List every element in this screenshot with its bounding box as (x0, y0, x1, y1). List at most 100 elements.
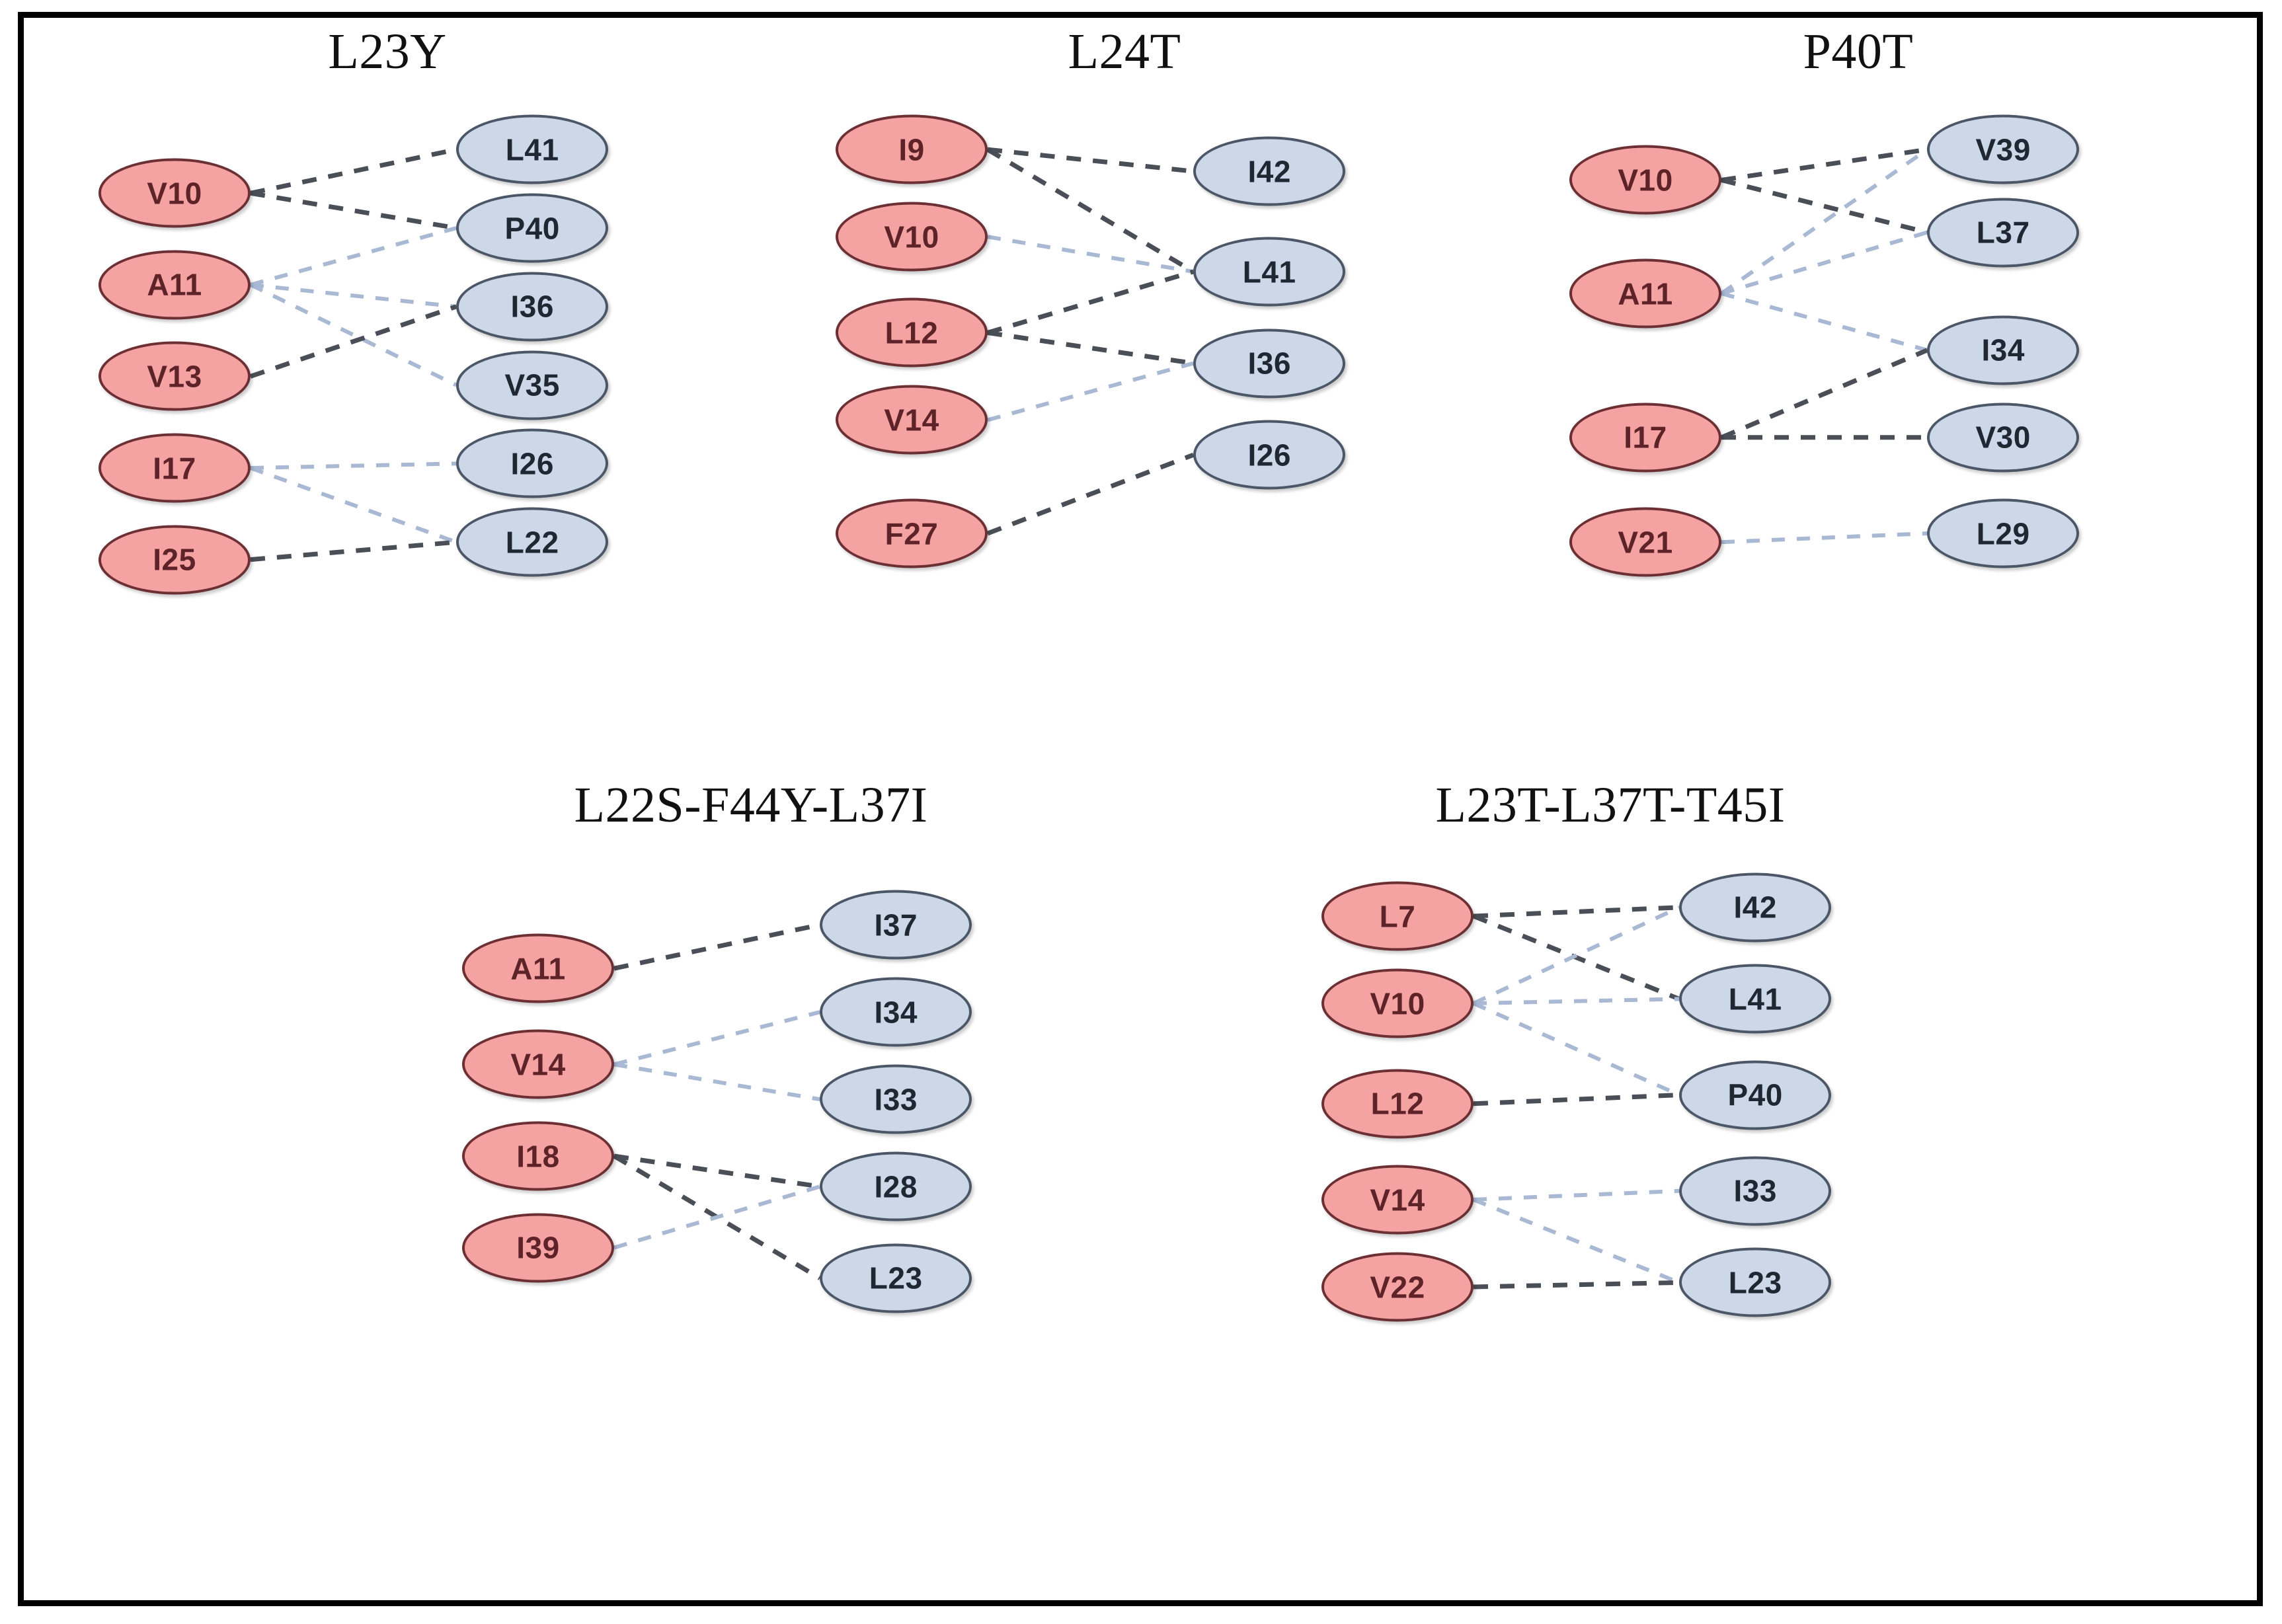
edge-a11-i37 (613, 922, 820, 971)
source-node-l12[interactable]: L12 (1321, 1069, 1474, 1139)
edge-a11-l37 (1721, 230, 1928, 295)
node-label: A11 (1618, 276, 1673, 311)
source-node-i17[interactable]: I17 (1569, 403, 1721, 473)
edge-v10-i42 (1472, 906, 1680, 1005)
target-node-i28[interactable]: I28 (820, 1151, 972, 1221)
node-label: V10 (1618, 163, 1673, 198)
target-node-i36[interactable]: I36 (1193, 329, 1346, 399)
node-label: P40 (504, 211, 560, 245)
source-node-i25[interactable]: I25 (98, 525, 251, 595)
edge-v10-l41 (1473, 997, 1680, 1005)
edge-v10-l41 (250, 147, 457, 196)
target-node-l41[interactable]: L41 (1679, 964, 1832, 1034)
edge-a11-p40 (250, 226, 457, 287)
node-label: V21 (1618, 525, 1673, 560)
target-node-i33[interactable]: I33 (1679, 1156, 1832, 1226)
node-label: L22 (505, 525, 559, 560)
source-node-l7[interactable]: L7 (1321, 881, 1474, 951)
source-node-a11[interactable]: A11 (98, 250, 251, 320)
target-node-i33[interactable]: I33 (820, 1064, 972, 1134)
edge-a11-i34 (1721, 291, 1928, 352)
source-node-v14[interactable]: V14 (836, 385, 988, 455)
edge-v10-l37 (1721, 178, 1928, 235)
target-node-l22[interactable]: L22 (456, 507, 609, 577)
source-node-i39[interactable]: I39 (462, 1213, 614, 1283)
edge-l12-l41 (987, 269, 1195, 335)
source-node-v22[interactable]: V22 (1321, 1252, 1474, 1322)
node-label: V10 (884, 219, 939, 254)
node-label: I42 (1733, 890, 1777, 925)
source-node-a11[interactable]: A11 (462, 933, 614, 1003)
source-node-i17[interactable]: I17 (98, 433, 251, 503)
node-label: V14 (510, 1047, 566, 1082)
edge-layer (986, 147, 1195, 536)
edge-a11-v35 (249, 283, 457, 387)
edge-v13-i36 (249, 304, 457, 379)
edge-a11-v39 (1720, 147, 1928, 295)
edge-f27-i26 (986, 452, 1195, 536)
node-label: I36 (1247, 346, 1291, 381)
target-node-i26[interactable]: I26 (456, 428, 609, 498)
node-label: I25 (153, 542, 196, 577)
source-node-v10[interactable]: V10 (1569, 145, 1721, 215)
node-label: V14 (1370, 1182, 1425, 1217)
target-node-i42[interactable]: I42 (1679, 872, 1832, 943)
target-node-v35[interactable]: V35 (456, 350, 609, 420)
target-node-l29[interactable]: L29 (1927, 498, 2080, 568)
source-node-v13[interactable]: V13 (98, 341, 251, 411)
edge-v14-i33 (613, 1062, 820, 1102)
source-node-v14[interactable]: V14 (462, 1029, 614, 1099)
target-node-v39[interactable]: V39 (1927, 114, 2080, 184)
target-node-i34[interactable]: I34 (1927, 315, 2080, 385)
source-node-v10[interactable]: V10 (836, 202, 988, 272)
target-node-i37[interactable]: I37 (820, 890, 972, 960)
edge-l7-i42 (1473, 905, 1680, 919)
panel-title: L23T-L37T-T45I (1435, 777, 1786, 833)
node-label: A11 (510, 951, 566, 986)
node-label: L37 (1976, 215, 2030, 250)
target-node-v30[interactable]: V30 (1927, 403, 2080, 473)
node-label: V39 (1975, 132, 2031, 167)
source-node-f27[interactable]: F27 (836, 498, 988, 568)
source-node-v10[interactable]: V10 (1321, 968, 1474, 1038)
node-label: F27 (885, 516, 939, 551)
edge-v14-i34 (613, 1010, 820, 1067)
node-label: I36 (510, 289, 554, 324)
target-node-i36[interactable]: I36 (456, 272, 609, 342)
source-node-i9[interactable]: I9 (836, 114, 988, 184)
target-node-l23[interactable]: L23 (820, 1243, 972, 1313)
edge-v10-p40 (250, 190, 457, 231)
source-node-v14[interactable]: V14 (1321, 1165, 1474, 1235)
source-node-i18[interactable]: I18 (462, 1121, 614, 1191)
edge-i18-i28 (613, 1153, 820, 1189)
node-label: I17 (153, 451, 196, 485)
source-node-v10[interactable]: V10 (98, 158, 251, 228)
node-label: A11 (147, 267, 202, 302)
node-label: I28 (874, 1169, 918, 1204)
panel-title: L24T (1068, 24, 1181, 79)
edge-v14-i33 (1473, 1188, 1680, 1202)
source-node-l12[interactable]: L12 (836, 297, 988, 367)
target-node-l41[interactable]: L41 (1193, 237, 1346, 307)
target-node-i34[interactable]: I34 (820, 977, 972, 1047)
target-node-l37[interactable]: L37 (1927, 198, 2080, 268)
target-node-p40[interactable]: P40 (456, 193, 609, 263)
panel-title: L22S-F44Y-L37I (574, 777, 928, 833)
target-node-i42[interactable]: I42 (1193, 136, 1346, 206)
target-node-l23[interactable]: L23 (1679, 1247, 1832, 1317)
node-label: I39 (516, 1230, 560, 1265)
target-node-p40[interactable]: P40 (1679, 1060, 1832, 1130)
target-node-l41[interactable]: L41 (456, 114, 609, 184)
target-node-i26[interactable]: I26 (1193, 420, 1346, 490)
source-node-v21[interactable]: V21 (1569, 507, 1721, 577)
source-node-a11[interactable]: A11 (1569, 258, 1721, 329)
